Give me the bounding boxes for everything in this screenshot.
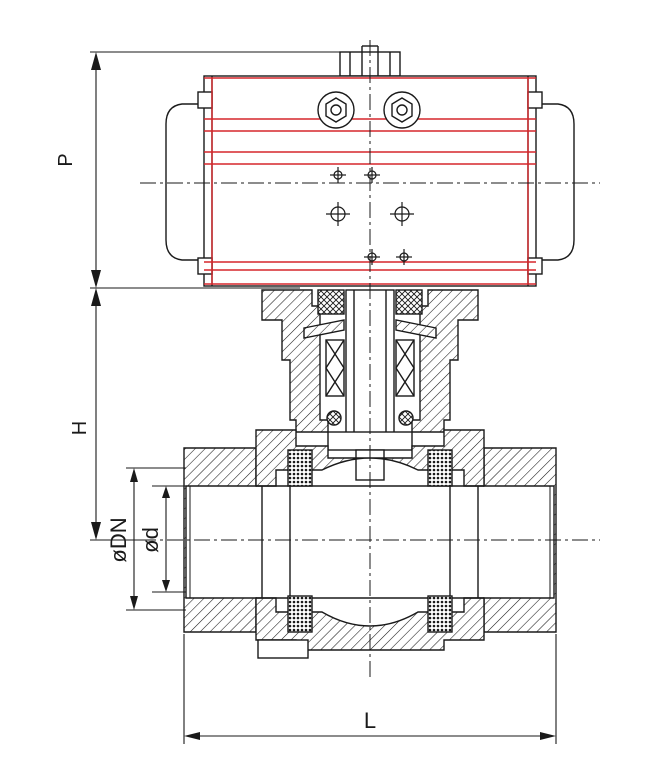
dimension-label-d: ød	[138, 527, 163, 553]
seat-right-top	[427, 449, 453, 487]
dimension-label-p: P	[55, 153, 77, 166]
body-lower	[255, 597, 485, 651]
dimension-label-h: H	[69, 421, 91, 435]
air-port-fittings	[317, 91, 421, 129]
air-port-left	[317, 91, 355, 129]
seat-left-bottom	[287, 595, 313, 633]
dimension-label-dn: øDN	[106, 517, 131, 562]
valve-body-section	[183, 429, 557, 659]
seat-left-top	[287, 449, 313, 487]
dimension-arrows	[91, 52, 556, 740]
dimension-label-l: L	[364, 708, 376, 733]
dimension-lines	[90, 51, 557, 744]
actuator-end-cap-right	[530, 103, 575, 261]
actuator-end-cap-left	[165, 103, 210, 261]
actuator-mounting-holes	[326, 167, 414, 265]
air-port-right	[383, 91, 421, 129]
seat-right-bottom	[427, 595, 453, 633]
center-lines	[140, 40, 600, 680]
